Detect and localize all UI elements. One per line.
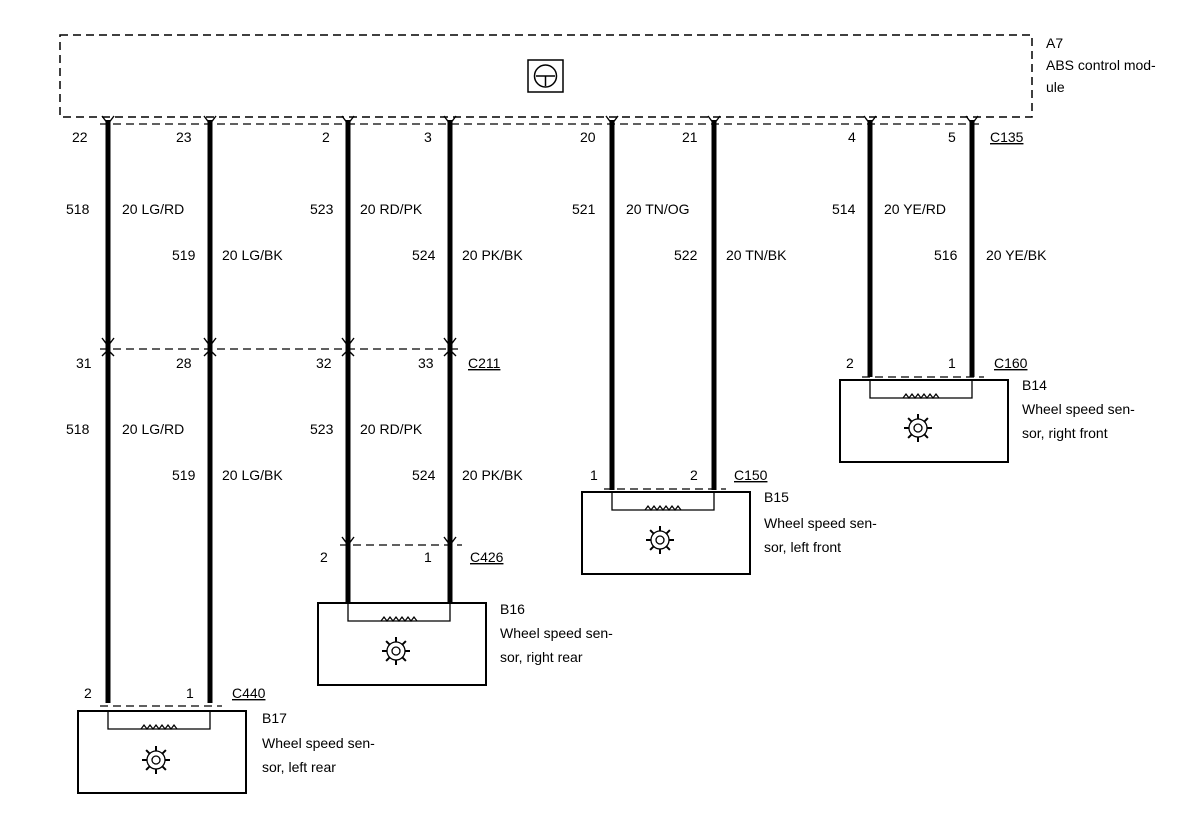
wire-516-circuit: 516 — [934, 247, 958, 263]
b15-desc-line2: sor, left front — [764, 539, 841, 555]
sensor-b14 — [839, 376, 1009, 463]
pin-20: 20 — [580, 129, 596, 145]
b17-pin-b: 1 — [186, 685, 194, 701]
wire-516-color: 20 YE/BK — [986, 247, 1047, 263]
abs-warning-icon — [527, 59, 564, 93]
connector-c150-label: C150 — [734, 467, 768, 483]
wire-group — [105, 120, 975, 703]
pin-23: 23 — [176, 129, 192, 145]
b16-desc-line1: Wheel speed sen- — [500, 625, 613, 641]
wire-519-color-mid: 20 LG/BK — [222, 467, 283, 483]
b17-id: B17 — [262, 710, 287, 726]
wire-518-color: 20 LG/RD — [122, 201, 184, 217]
connector-c160-label: C160 — [994, 355, 1028, 371]
b14-pin-a: 2 — [846, 355, 854, 371]
wire-523-circuit: 523 — [310, 201, 334, 217]
wire-523-color-mid: 20 RD/PK — [360, 421, 423, 437]
wire-514-circuit: 514 — [832, 201, 856, 217]
wire-524-color-mid: 20 PK/BK — [462, 467, 523, 483]
sensor-b15 — [581, 488, 751, 575]
wire-522-color: 20 TN/BK — [726, 247, 787, 263]
b17-desc-line2: sor, left rear — [262, 759, 336, 775]
connector-c211-label: C211 — [468, 355, 501, 371]
wire-519-circuit-mid: 519 — [172, 467, 196, 483]
b16-pin-a: 2 — [320, 549, 328, 565]
wire-518-color-mid: 20 LG/RD — [122, 421, 184, 437]
pin-22: 22 — [72, 129, 88, 145]
b16-pin-b: 1 — [424, 549, 432, 565]
wire-514-color: 20 YE/RD — [884, 201, 946, 217]
wire-524-circuit-mid: 524 — [412, 467, 436, 483]
pin-28: 28 — [176, 355, 192, 371]
b14-id: B14 — [1022, 377, 1047, 393]
pin-21: 21 — [682, 129, 698, 145]
connector-c135-label: C135 — [990, 129, 1024, 145]
sensor-b16 — [317, 536, 487, 686]
b17-pin-a: 2 — [84, 685, 92, 701]
module-name-line1: ABS control mod- — [1046, 57, 1156, 73]
wire-521-color: 20 TN/OG — [626, 201, 690, 217]
wire-524-circuit: 524 — [412, 247, 436, 263]
pin-2: 2 — [322, 129, 330, 145]
b15-id: B15 — [764, 489, 789, 505]
wire-519-circuit: 519 — [172, 247, 196, 263]
b16-desc-line2: sor, right rear — [500, 649, 583, 665]
module-id: A7 — [1046, 35, 1063, 51]
pin-31: 31 — [76, 355, 92, 371]
wire-518-circuit-mid: 518 — [66, 421, 90, 437]
wire-518-circuit: 518 — [66, 201, 90, 217]
connector-c440-label: C440 — [232, 685, 266, 701]
wire-521-circuit: 521 — [572, 201, 596, 217]
pin-32: 32 — [316, 355, 332, 371]
wire-524-color: 20 PK/BK — [462, 247, 523, 263]
wire-523-color: 20 RD/PK — [360, 201, 423, 217]
wire-523-circuit-mid: 523 — [310, 421, 334, 437]
b14-pin-b: 1 — [948, 355, 956, 371]
module-name-line2: ule — [1046, 79, 1065, 95]
connector-marks — [101, 115, 979, 357]
b14-desc-line2: sor, right front — [1022, 425, 1108, 441]
pin-5: 5 — [948, 129, 956, 145]
b14-desc-line1: Wheel speed sen- — [1022, 401, 1135, 417]
pin-3: 3 — [424, 129, 432, 145]
b16-id: B16 — [500, 601, 525, 617]
b15-pin-b: 2 — [690, 467, 698, 483]
sensor-b17 — [77, 705, 247, 794]
connector-c426-label: C426 — [470, 549, 504, 565]
abs-module-box — [59, 34, 1033, 118]
b15-pin-a: 1 — [590, 467, 598, 483]
pin-33: 33 — [418, 355, 434, 371]
wire-522-circuit: 522 — [674, 247, 698, 263]
b17-desc-line1: Wheel speed sen- — [262, 735, 375, 751]
wire-519-color: 20 LG/BK — [222, 247, 283, 263]
pin-4: 4 — [848, 129, 856, 145]
b15-desc-line1: Wheel speed sen- — [764, 515, 877, 531]
